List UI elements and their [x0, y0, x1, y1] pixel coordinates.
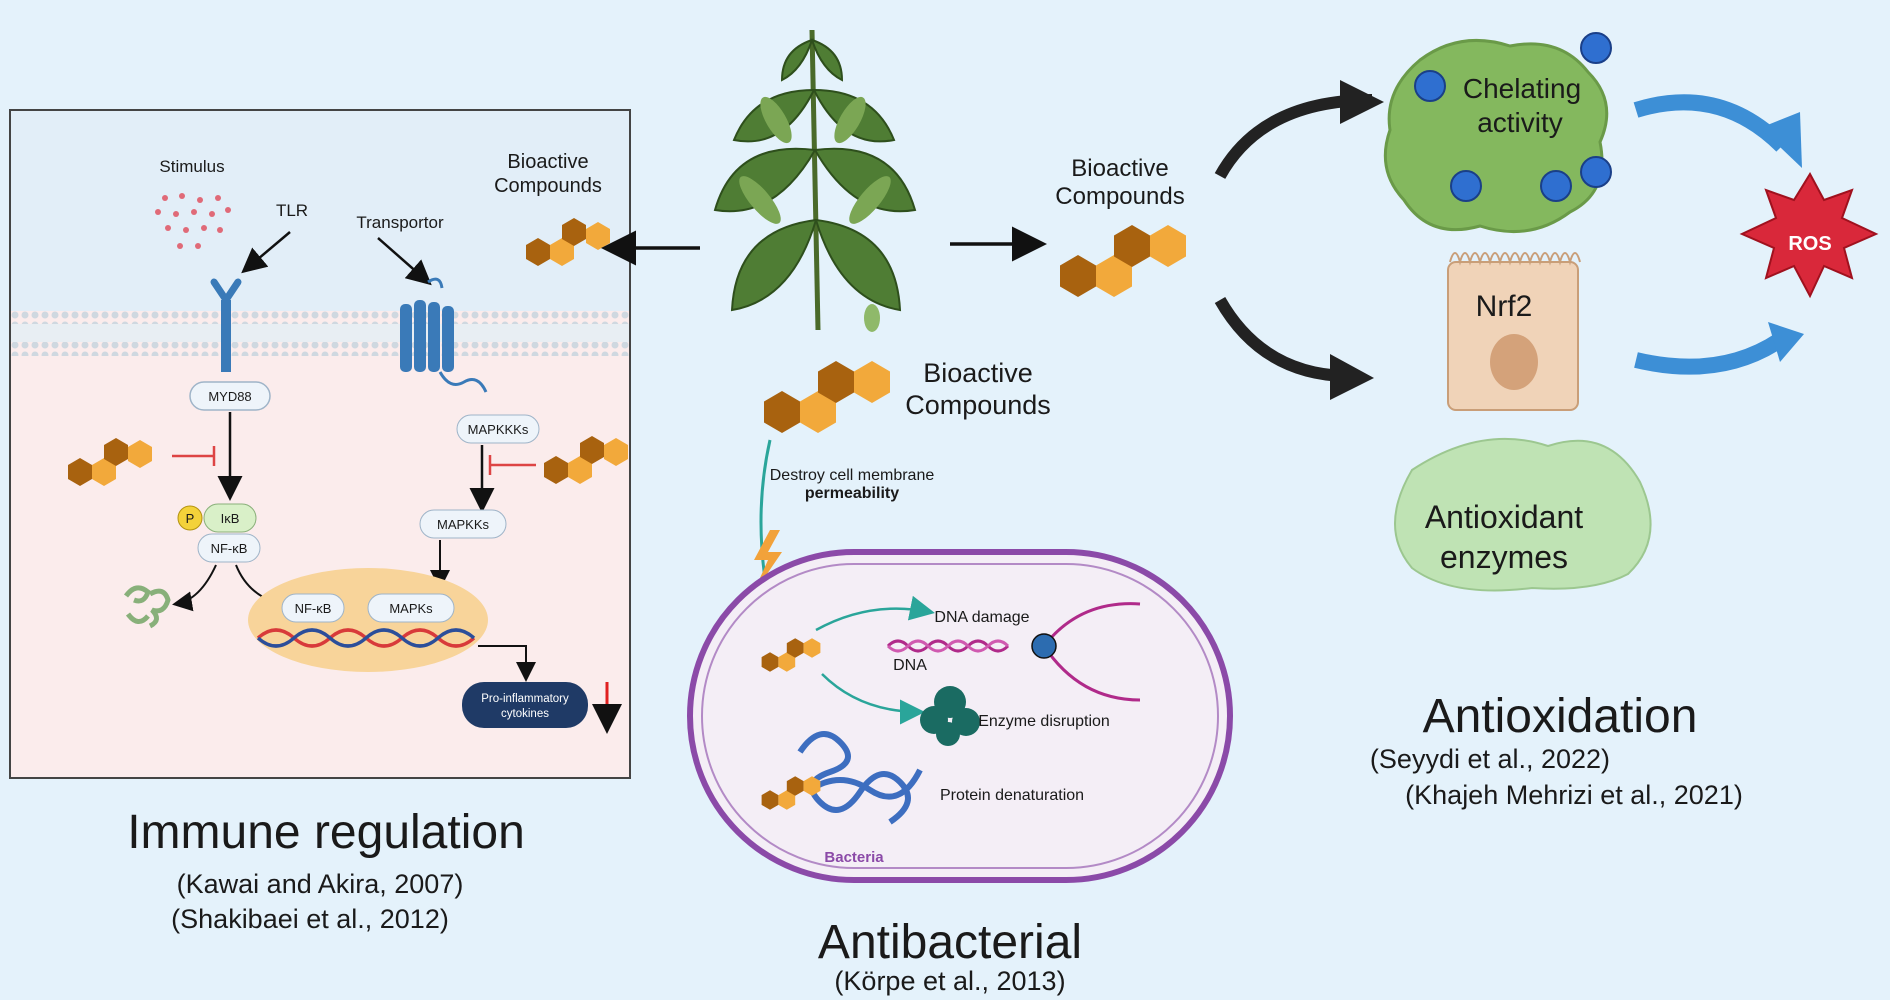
- tlr-label: TLR: [276, 201, 308, 220]
- immune-ref-2: (Shakibaei et al., 2012): [171, 904, 449, 934]
- damage-site-icon: [1031, 633, 1057, 659]
- mapkkks-box: [456, 414, 540, 444]
- phosphate-badge: [177, 505, 203, 531]
- enzymes-label-2: enzymes: [1440, 539, 1568, 575]
- enzyme-icon: [920, 686, 980, 746]
- nfkb-nucleus-label: NF-κB: [295, 601, 332, 616]
- cytokines-label-1: Pro-inflammatory: [481, 693, 569, 705]
- antioxidation-title: Antioxidation: [1423, 690, 1698, 743]
- immune-title: Immune regulation: [127, 806, 525, 859]
- chelating-ion-dots: [1414, 32, 1612, 202]
- bioactive-label-left-2: Compounds: [494, 175, 602, 197]
- degraded-ikb-icon: [123, 585, 171, 629]
- immune-ref-1: (Kawai and Akira, 2007): [177, 869, 464, 899]
- dna-label: DNA: [893, 657, 927, 674]
- myd88-box: [189, 381, 271, 411]
- blue-arrow-top: [1633, 94, 1788, 152]
- bacteria-label: Bacteria: [824, 849, 884, 866]
- destroy-label-1: Destroy cell membrane: [770, 467, 935, 484]
- nfkb-label: NF-κB: [211, 541, 248, 556]
- phosphate-label: P: [186, 511, 195, 526]
- transporter-protein: [400, 277, 488, 393]
- bioactive-hexagons-right: [1060, 225, 1186, 297]
- dna-helix-nucleus: [256, 628, 476, 648]
- mapks-label: MAPKs: [389, 601, 433, 616]
- ros-burst-icon: [1739, 171, 1879, 299]
- transportor-label: Transportor: [356, 213, 444, 232]
- cell-membrane: [11, 310, 629, 356]
- chelating-label-1: Chelating: [1463, 73, 1581, 104]
- mapks-box: [367, 593, 455, 623]
- nfkb-box: [197, 533, 261, 563]
- nrf2-label: Nrf2: [1476, 290, 1533, 323]
- cytokines-box: [462, 682, 588, 728]
- chelating-label-2: activity: [1477, 107, 1563, 138]
- ikb-label: IκB: [221, 511, 240, 526]
- mapkks-label: MAPKKs: [437, 517, 490, 532]
- bioactive-label-center-2: Compounds: [905, 390, 1051, 420]
- antiox-ref-2: (Khajeh Mehrizi et al., 2021): [1405, 780, 1743, 810]
- nfkb-nucleus-box: [281, 593, 345, 623]
- nucleus: [248, 568, 488, 672]
- antibacterial-ref: (Körpe et al., 2013): [834, 966, 1065, 996]
- bioactive-label-right-1: Bioactive: [1071, 155, 1168, 182]
- nrf2-nucleus: [1490, 334, 1538, 390]
- antiox-ref-1: (Seyydi et al., 2022): [1370, 744, 1610, 774]
- nettle-plant-illustration: [713, 29, 917, 332]
- stimulus-particles: [155, 193, 231, 249]
- tlr-receptor: [210, 278, 242, 372]
- antioxidant-enzymes-blob: [1394, 437, 1652, 592]
- dna-damage-label: DNA damage: [934, 609, 1029, 626]
- antibacterial-title: Antibacterial: [818, 916, 1082, 969]
- enzyme-label: Enzyme disruption: [978, 713, 1110, 730]
- bioactive-label-right-2: Compounds: [1055, 183, 1184, 210]
- bioactive-label-left-1: Bioactive: [507, 151, 588, 173]
- protein-label: Protein denaturation: [940, 787, 1084, 804]
- bioactive-label-center-1: Bioactive: [923, 358, 1033, 388]
- cytokines-label-2: cytokines: [501, 708, 549, 720]
- bioactive-hexagons-center: [764, 361, 890, 433]
- ikb-box: [203, 503, 257, 533]
- myd88-label: MYD88: [208, 389, 251, 404]
- mapkks-box: [419, 509, 507, 539]
- enzymes-label-1: Antioxidant: [1425, 499, 1583, 535]
- protein-coil-icon: [797, 731, 923, 825]
- immune-panel: Stimulus TLR Transportor Bioactive Compo…: [9, 109, 631, 934]
- ros-label: ROS: [1788, 233, 1831, 255]
- stimulus-label: Stimulus: [159, 157, 224, 176]
- blue-arrow-bottom: [1634, 333, 1785, 375]
- destroy-label-2: permeability: [805, 485, 899, 502]
- curved-arrow-down: [1214, 297, 1347, 382]
- mapkkks-label: MAPKKKs: [468, 422, 529, 437]
